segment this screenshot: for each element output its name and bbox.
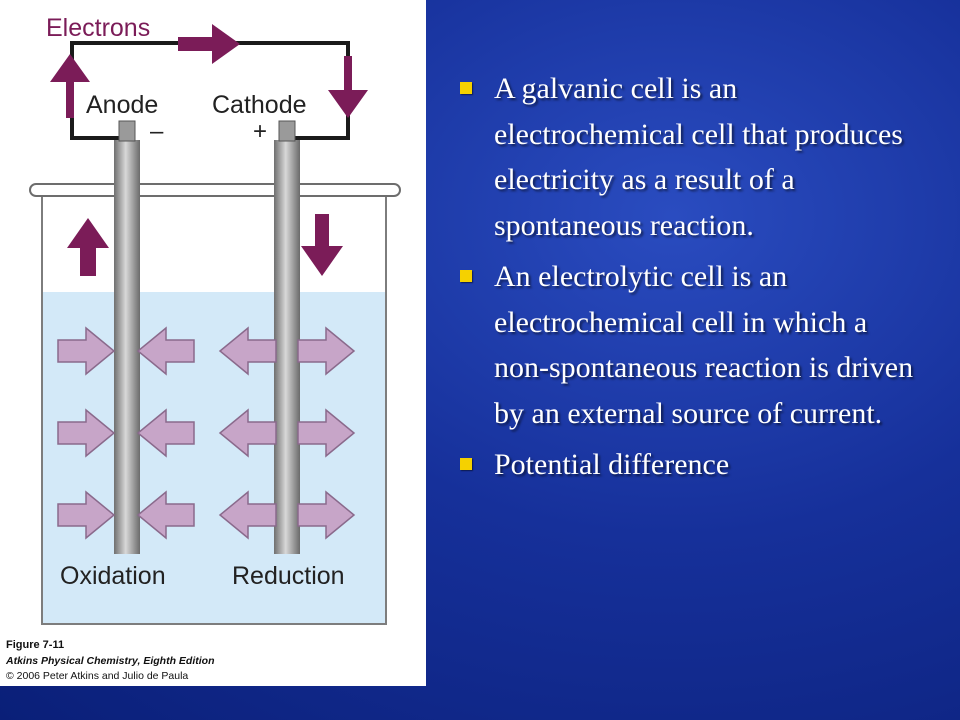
electron-flow-down-arrow bbox=[328, 56, 368, 118]
anode-rod bbox=[114, 140, 140, 554]
anode-label: Anode bbox=[86, 91, 158, 119]
cathode-down-arrow bbox=[301, 214, 343, 276]
bullet-text: An electrolytic cell is an electrochemic… bbox=[494, 260, 914, 430]
cathode-label: Cathode bbox=[212, 91, 307, 119]
anode-ion-arrows bbox=[57, 326, 195, 540]
bullet-list: A galvanic cell is an electrochemical ce… bbox=[460, 66, 920, 494]
square-bullet-icon bbox=[460, 270, 472, 282]
beaker-wall bbox=[41, 195, 387, 625]
figure-caption-copyright: © 2006 Peter Atkins and Julio de Paula bbox=[6, 670, 189, 682]
beaker-rim bbox=[29, 183, 401, 197]
anode-terminal bbox=[118, 120, 136, 142]
cathode-terminal bbox=[278, 120, 296, 142]
electron-flow-up-arrow bbox=[50, 54, 90, 118]
electron-flow-right-arrow bbox=[178, 24, 240, 64]
bullet-item: Potential difference bbox=[460, 442, 920, 488]
reduction-label: Reduction bbox=[232, 562, 345, 590]
bullet-item: An electrolytic cell is an electrochemic… bbox=[460, 254, 920, 436]
cell-diagram: Electrons Anode Cathode – + Oxidation Re… bbox=[29, 14, 401, 625]
cathode-rod bbox=[274, 140, 300, 554]
square-bullet-icon bbox=[460, 82, 472, 94]
figure-caption-book: Atkins Physical Chemistry, Eighth Editio… bbox=[6, 655, 215, 667]
bullet-text: A galvanic cell is an electrochemical ce… bbox=[494, 72, 903, 242]
oxidation-label: Oxidation bbox=[60, 562, 166, 590]
cathode-ion-arrows bbox=[218, 326, 356, 540]
bullet-item: A galvanic cell is an electrochemical ce… bbox=[460, 66, 920, 248]
electrons-label: Electrons bbox=[46, 14, 150, 42]
figure-caption-number: Figure 7-11 bbox=[6, 639, 65, 651]
anode-up-arrow bbox=[67, 218, 109, 276]
galvanic-cell-figure: Electrons Anode Cathode – + Oxidation Re… bbox=[0, 0, 426, 686]
bullet-text: Potential difference bbox=[494, 448, 730, 481]
cathode-sign: + bbox=[253, 118, 267, 145]
anode-sign: – bbox=[150, 118, 164, 145]
square-bullet-icon bbox=[460, 458, 472, 470]
